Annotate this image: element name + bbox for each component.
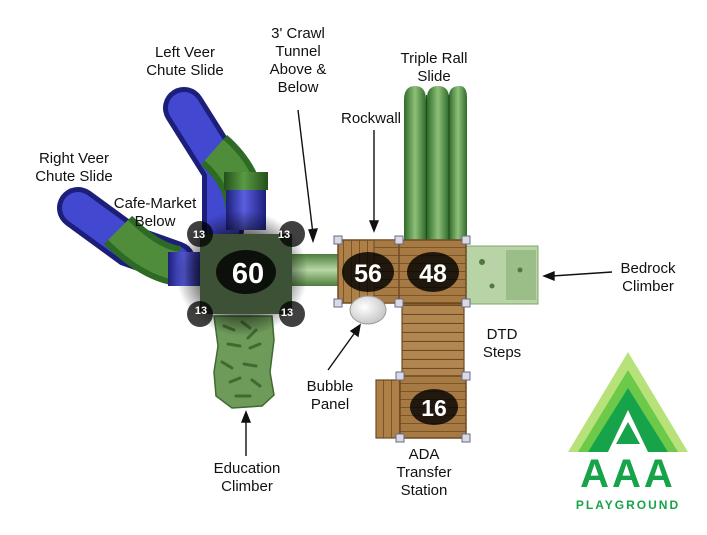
label-cafe-market: Cafe-Market Below [99,195,211,231]
label-ada-transfer-station: ADA Transfer Station [384,446,464,500]
label-line: DTD [486,326,518,343]
bedrock-climber [465,245,539,305]
corner-height-bottom-right: 13 [281,307,293,319]
label-right-veer-chute-slide: Right Veer Chute Slide [20,150,128,186]
label-line: Triple Rall [400,50,468,67]
deck-number-60: 60 [232,258,264,290]
logo-subtitle: PLAYGROUND [575,498,681,512]
label-line: 3' Crawl [271,25,325,42]
bubble-panel [349,295,387,325]
label-left-veer-chute-slide: Left Veer Chute Slide [133,44,237,80]
label-line: Slide [417,68,451,85]
label-line: Rockwall [340,110,401,127]
label-triple-rail-slide: Triple Rall Slide [384,50,484,86]
label-line: Below [134,213,176,230]
corner-height-top-left: 13 [193,229,205,241]
label-line: Chute Slide [146,62,224,79]
label-dtd-steps: DTD Steps [462,326,542,362]
deck-number-48: 48 [419,260,447,288]
label-line: Right Veer [38,150,110,167]
leader-arrows [240,109,613,456]
label-line: Above & [269,61,327,78]
label-line: Climber [622,278,674,295]
label-bubble-panel: Bubble Panel [290,378,370,414]
label-line: Cafe-Market [113,195,197,212]
triple-rail-slide [404,86,467,242]
label-crawl-tunnel: 3' Crawl Tunnel Above & Below [252,25,344,97]
label-line: Station [400,482,448,499]
label-line: Transfer [396,464,452,481]
dtd-steps [401,303,465,377]
post-caps [333,235,471,443]
label-rockwall: Rockwall [326,110,416,128]
label-line: Bubble [306,378,354,395]
label-bedrock-climber: Bedrock Climber [600,260,696,296]
label-education-climber: Education Climber [193,460,301,496]
label-line: Panel [310,396,350,413]
deck-number-discs [216,250,459,425]
tree-mark-icon [568,352,688,452]
logo-name: AAA [580,452,676,496]
label-line: Below [277,79,319,96]
corner-height-bottom-left: 13 [195,305,207,317]
label-line: Climber [221,478,273,495]
corner-height-top-right: 13 [278,229,290,241]
label-line: Chute Slide [35,168,113,185]
deck-number-56: 56 [354,260,382,288]
label-line: Education [213,460,281,477]
label-line: Bedrock [620,260,676,277]
label-line: Left Veer [154,44,216,61]
label-line: Steps [482,344,522,361]
aaa-playground-logo: AAA PLAYGROUND [562,352,694,520]
label-line: Tunnel [275,43,321,60]
label-line: ADA [408,446,440,463]
deck-number-16: 16 [421,395,447,421]
